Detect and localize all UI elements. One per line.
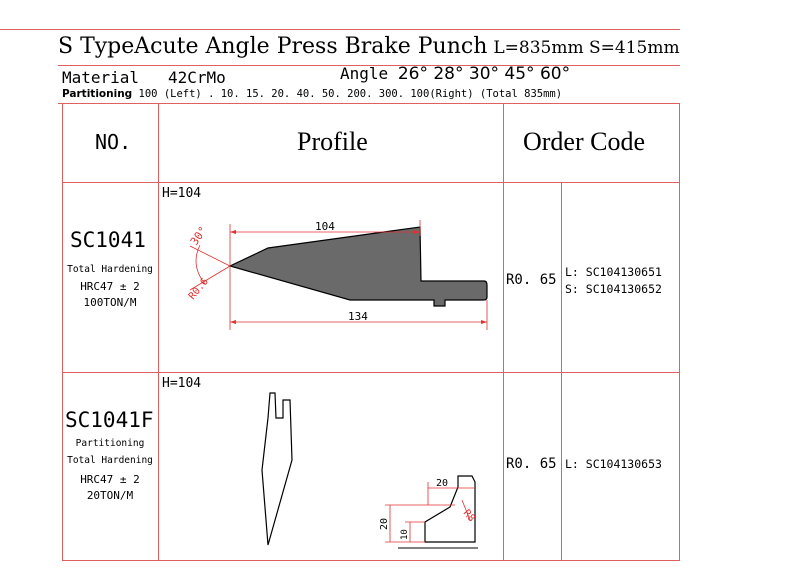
row1-radius-note: R0.6 (187, 276, 211, 302)
row2-code: SC1041F (65, 408, 154, 432)
material: Material 42CrMo (62, 68, 226, 87)
row2-partitioning: Partitioning (75, 438, 145, 449)
angles: Angle 26° 28° 30° 45° 60° (340, 64, 571, 84)
row2-hrc: HRC47 ± 2 (80, 473, 140, 486)
col-order-code: Order Code (523, 127, 646, 156)
row1-hardening: Total Hardening (67, 264, 153, 275)
row2-order-codes: L: SC104130653 (565, 457, 662, 471)
row1-angle-note: 30° (188, 224, 210, 248)
row2-dim-c: 10 (400, 529, 410, 540)
partitioning: Partitioning 100 (Left) . 10. 15. 20. 40… (62, 88, 563, 100)
row2-height: H=104 (162, 376, 202, 391)
detail-view: 20 20 10 R8 (379, 475, 478, 549)
row1-dim-top: 104 (315, 220, 335, 233)
col-profile: Profile (297, 127, 368, 156)
row2-dim-b: 20 (379, 518, 390, 530)
row2-radius: R0. 65 (506, 456, 557, 472)
row1-ton: 100TON/M (83, 296, 137, 309)
row1-radius: R0. 65 (506, 272, 557, 288)
row1-dim-bottom: 134 (348, 310, 368, 323)
row2-hardening: Total Hardening (67, 455, 153, 466)
row1-height: H=104 (162, 186, 202, 201)
punch-profile-2 (261, 392, 293, 546)
punch-profile-1 (228, 226, 488, 307)
row2-dim-a: 20 (436, 478, 448, 489)
row2-ton: 20TON/M (86, 489, 134, 502)
row1-code: SC1041 (70, 228, 146, 252)
row1-hrc: HRC47 ± 2 (80, 280, 140, 293)
col-no: NO. (95, 130, 132, 154)
row1-order-codes: L: SC104130651 S: SC104130652 (565, 265, 662, 296)
